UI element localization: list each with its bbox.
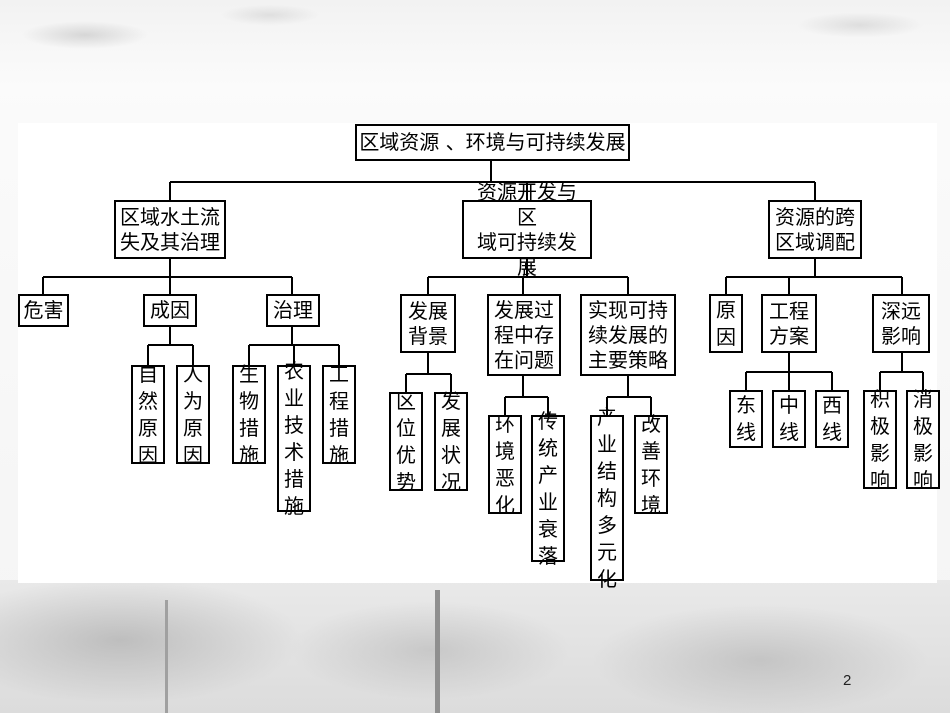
- diagram-panel: [18, 123, 937, 583]
- leaf-human-causes: 人 为 原 因: [176, 362, 210, 467]
- node-engineering-plan: 工程 方案: [761, 294, 817, 353]
- root-node: 区域资源 、环境与可持续发展: [355, 124, 630, 161]
- leaf-industrial-diversification: 产 业 结 构 多 元 化: [590, 405, 624, 591]
- leaf-natural-causes: 自 然 原 因: [131, 362, 165, 467]
- leaf-location-advantage: 区 位 优 势: [389, 389, 423, 494]
- branch-node-resource-transfer: 资源的跨 区域调配: [768, 200, 862, 259]
- leaf-engineering-measures: 工 程 措 施: [322, 362, 356, 467]
- node-reasons: 原 因: [709, 294, 743, 353]
- leaf-agricultural-measures: 农 业 技 术 措 施: [277, 359, 311, 518]
- branch-node-soil-erosion: 区域水土流 失及其治理: [114, 200, 226, 259]
- leaf-biological-measures: 生 物 措 施: [232, 362, 266, 467]
- leaf-west-route: 西 线: [815, 390, 849, 448]
- leaf-east-route: 东 线: [729, 390, 763, 448]
- node-harm: 危害: [18, 294, 69, 327]
- branch-node-resource-development: 资源开发与区 域可持续发展: [462, 180, 592, 279]
- background-lotus-wash: [0, 580, 950, 713]
- node-strategies: 实现可持 续发展的 主要策略: [580, 294, 676, 376]
- leaf-improve-environment: 改 善 环 境: [634, 412, 668, 517]
- leaf-positive-impact: 积 极 影 响: [863, 387, 897, 492]
- leaf-traditional-industry-decline: 传 统 产 业 衰 落: [531, 409, 565, 568]
- leaf-middle-route: 中 线: [772, 390, 806, 448]
- node-problems: 发展过 程中存 在问题: [487, 294, 561, 376]
- background-top-wash: [0, 0, 950, 80]
- node-causes: 成因: [143, 294, 197, 327]
- node-far-reaching-impact: 深远 影响: [872, 294, 930, 353]
- page-number: 2: [843, 672, 852, 689]
- node-background: 发展 背景: [400, 294, 456, 353]
- leaf-development-status: 发 展 状 况: [434, 389, 468, 494]
- node-treatment: 治理: [266, 294, 320, 327]
- leaf-environment-deterioration: 环 境 恶 化: [488, 412, 522, 517]
- leaf-negative-impact: 消 极 影 响: [906, 387, 940, 492]
